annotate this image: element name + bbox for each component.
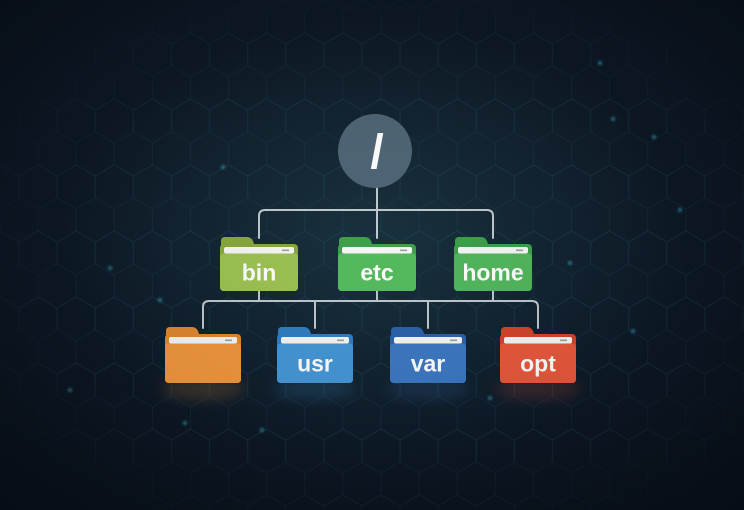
node-root: / (338, 114, 412, 188)
folder-opt: opt (500, 327, 576, 383)
folder-home: home (454, 237, 532, 291)
glow-dot (652, 135, 656, 139)
folder-paper-dash (225, 339, 232, 342)
folder-bin: bin (220, 237, 298, 291)
folder-paper-dash (282, 249, 289, 252)
glow-dot (68, 388, 72, 392)
folder-front (165, 343, 241, 383)
folder-paper-dash (450, 339, 457, 342)
root-label: / (370, 126, 383, 179)
folder-label-usr: usr (297, 350, 333, 376)
folder-label-bin: bin (242, 259, 277, 285)
glow-dot (260, 428, 264, 432)
glow-dot (183, 421, 187, 425)
glow-dot (158, 298, 162, 302)
glow-dot (568, 261, 572, 265)
glow-dot (108, 266, 112, 270)
folder-paper-dash (560, 339, 567, 342)
folder-label-var: var (411, 350, 446, 376)
glow-dot (631, 329, 635, 333)
glow-dot (611, 117, 615, 121)
folder-paper-dash (400, 249, 407, 252)
folder-label-home: home (462, 259, 523, 285)
glow-dot (598, 61, 602, 65)
folder-label-opt: opt (520, 350, 556, 376)
folder-label-etc: etc (360, 259, 393, 285)
glow-dot (488, 396, 492, 400)
folder-unnamed (165, 327, 241, 383)
glow-dot (678, 208, 682, 212)
glow-dot (221, 165, 225, 169)
folder-var: var (390, 327, 466, 383)
folder-usr: usr (277, 327, 353, 383)
folder-etc: etc (338, 237, 416, 291)
folder-paper-dash (337, 339, 344, 342)
folder-paper-dash (516, 249, 523, 252)
